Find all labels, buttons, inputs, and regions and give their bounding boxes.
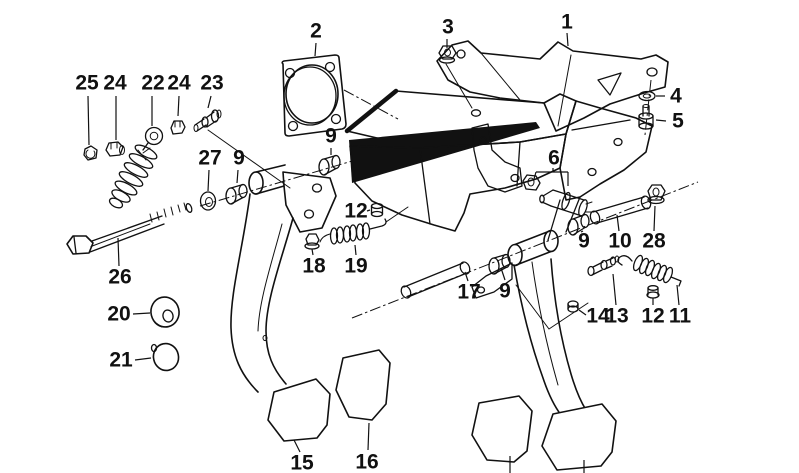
callout-12-stop-buffer: 12 xyxy=(641,305,664,328)
callout-leader-26 xyxy=(117,237,120,267)
callout-6-switch-with-nut: 6 xyxy=(548,147,560,170)
callout-4-washer: 4 xyxy=(670,85,682,108)
grommet-20 xyxy=(150,296,180,328)
callout-9-pivot-bushing: 9 xyxy=(578,230,590,253)
gasket-plate-2 xyxy=(281,54,347,137)
callout-22-over-center-spring: 22 xyxy=(141,72,164,95)
callout-leader-24 xyxy=(177,95,180,117)
washer-4 xyxy=(638,90,656,102)
over-center-spring-22 xyxy=(108,126,164,209)
set-screw-13 xyxy=(587,255,620,277)
pivot-bushing-9-left xyxy=(225,183,248,205)
callout-leader-10 xyxy=(616,214,620,232)
callout-24-slotted-nut: 24 xyxy=(167,72,191,95)
callout-leader-1 xyxy=(566,32,569,47)
callout-leader-9 xyxy=(500,267,506,281)
callout-28-flange-nut: 28 xyxy=(642,230,666,253)
nut-14 xyxy=(567,300,579,313)
callout-leader-19 xyxy=(354,244,357,256)
cover-plug-21 xyxy=(150,342,180,372)
pivot-bushing-9-right xyxy=(567,213,590,236)
callout-25-slotted-nut: 25 xyxy=(75,72,99,95)
callout-leader-9 xyxy=(236,169,239,184)
shoulder-bolt-23 xyxy=(193,109,222,132)
callout-leader-13 xyxy=(612,273,617,306)
flange-nut-18 xyxy=(304,233,320,250)
callout-21-cover-plug: 21 xyxy=(109,349,133,372)
callout-10-push-rod: 10 xyxy=(608,230,631,253)
callout-leader-17 xyxy=(464,271,469,282)
slotted-nut-25 xyxy=(83,145,98,161)
callout-leader-5 xyxy=(655,119,667,122)
callout-leader-20 xyxy=(132,312,151,315)
clutch-pedal-15 xyxy=(230,164,337,393)
callout-leader-21 xyxy=(134,357,152,361)
callout-2-gasket-plate: 2 xyxy=(310,20,322,43)
callout-26-pivot-bolt: 26 xyxy=(108,266,131,289)
callout-20-grommet: 20 xyxy=(107,303,130,326)
callout-leader-11 xyxy=(676,284,680,306)
stop-buffer-12-left xyxy=(370,202,384,218)
push-rod-10 xyxy=(589,195,652,225)
callout-leader-6 xyxy=(533,171,537,180)
callout-11-tension-spring: 11 xyxy=(669,305,692,328)
callout-14-nut: 14 xyxy=(586,305,610,328)
callout-leader-27 xyxy=(207,169,210,192)
spacer-tube-17 xyxy=(400,261,471,299)
brake-pedal-rubber-pad xyxy=(541,403,617,471)
callout-12-stop-buffer: 12 xyxy=(344,200,367,223)
callout-leader-16 xyxy=(367,422,370,451)
callout-3-flange-nut: 3 xyxy=(442,16,454,39)
pivot-bolt-26 xyxy=(66,202,193,255)
stop-buffer-12-right xyxy=(646,285,660,299)
callout-19-return-spring: 19 xyxy=(344,255,367,278)
callout-leader-2 xyxy=(314,42,317,57)
brake-pad-crosshatch xyxy=(471,395,533,463)
return-spring-19 xyxy=(319,218,387,245)
callout-27-washer: 27 xyxy=(198,147,221,170)
callout-leader-9 xyxy=(580,230,584,233)
callout-15-clutch-pedal: 15 xyxy=(290,452,314,473)
slotted-nut-24-right xyxy=(170,120,186,135)
pedal-rubber-pad-16 xyxy=(335,349,391,421)
callout-24-slotted-nut: 24 xyxy=(103,72,127,95)
callout-leader-23 xyxy=(207,95,212,109)
callout-9-pivot-bushing: 9 xyxy=(325,125,337,148)
callout-5-screw: 5 xyxy=(672,110,684,133)
callout-23-shoulder-bolt: 23 xyxy=(200,72,223,95)
callout-leader-18 xyxy=(311,248,314,256)
callout-1-support-bracket: 1 xyxy=(561,11,573,34)
callout-9-pivot-bushing: 9 xyxy=(499,280,511,303)
callout-leader-28 xyxy=(653,205,656,232)
callout-leader-25 xyxy=(87,95,90,146)
clutch-pedal-rubber-pad-15 xyxy=(267,378,331,442)
screw-5 xyxy=(638,104,654,130)
pedal-carrier-bracket xyxy=(344,88,653,232)
callout-13-set-screw: 13 xyxy=(605,305,628,328)
pivot-bushing-9-upper xyxy=(318,154,341,176)
callout-leader-15 xyxy=(293,439,301,453)
tension-spring-11 xyxy=(617,254,682,287)
flange-nut-28 xyxy=(647,184,666,205)
callout-17-spacer-tube: 17 xyxy=(457,281,480,304)
washer-27 xyxy=(199,191,217,211)
callout-16-pedal-rubber-pad: 16 xyxy=(355,451,378,473)
support-bracket-1 xyxy=(436,40,669,132)
callout-9-pivot-bushing: 9 xyxy=(233,147,245,170)
cutoff-leader-lines xyxy=(509,456,585,473)
callout-leader-12 xyxy=(366,209,371,212)
brake-pedal xyxy=(471,196,589,416)
flange-nut-3 xyxy=(438,45,457,64)
callout-leader-14 xyxy=(578,309,587,316)
callout-18-flange-nut: 18 xyxy=(302,255,326,278)
slotted-nut-24-left xyxy=(105,141,125,157)
